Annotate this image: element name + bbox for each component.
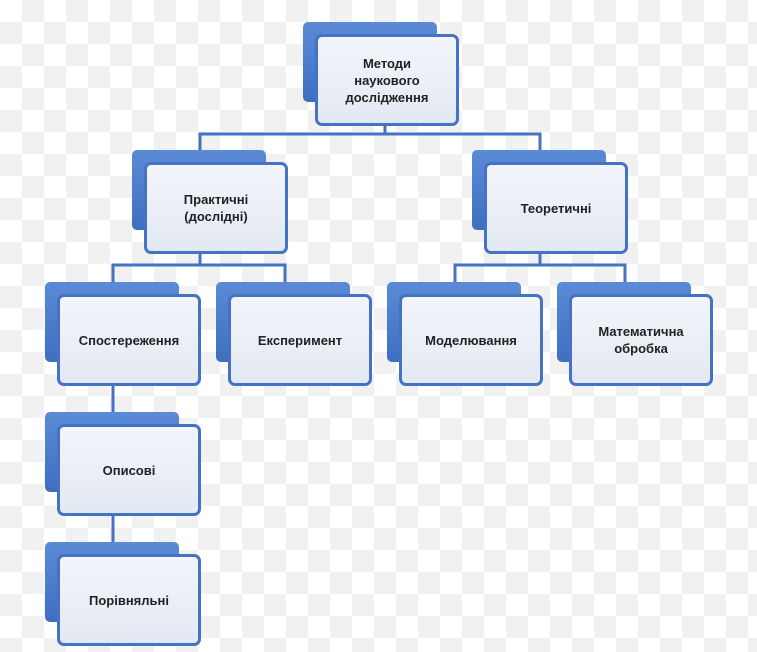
node-math-processing-card: Математична обробка	[569, 294, 713, 386]
node-modeling-card: Моделювання	[399, 294, 543, 386]
node-root-label: Методи наукового дослідження	[345, 55, 429, 105]
node-experiment: Експеримент	[216, 282, 372, 386]
node-math-processing-label: Математична обробка	[598, 324, 684, 356]
node-practical-label: Практичні (дослідні)	[183, 192, 249, 224]
node-theoretical-label: Теоретичні	[520, 200, 592, 216]
node-modeling: Моделювання	[387, 282, 543, 386]
node-experiment-card: Експеримент	[228, 294, 372, 386]
node-practical-card: Практичні (дослідні)	[144, 162, 288, 254]
node-theoretical: Теоретичні	[472, 150, 628, 254]
node-root: Методи наукового дослідження	[303, 22, 459, 126]
node-observation: Спостереження	[45, 282, 201, 386]
node-observation-label: Спостереження	[78, 332, 180, 348]
node-comparative: Порівняльні	[45, 542, 201, 646]
node-math-processing: Математична обробка	[557, 282, 713, 386]
node-modeling-label: Моделювання	[425, 332, 517, 348]
node-experiment-label: Експеримент	[257, 332, 343, 348]
node-descriptive-label: Описові	[102, 462, 156, 478]
node-root-card: Методи наукового дослідження	[315, 34, 459, 126]
node-comparative-label: Порівняльні	[89, 592, 169, 608]
node-descriptive-card: Описові	[57, 424, 201, 516]
node-comparative-card: Порівняльні	[57, 554, 201, 646]
node-practical: Практичні (дослідні)	[132, 150, 288, 254]
node-observation-card: Спостереження	[57, 294, 201, 386]
node-theoretical-card: Теоретичні	[484, 162, 628, 254]
node-descriptive: Описові	[45, 412, 201, 516]
